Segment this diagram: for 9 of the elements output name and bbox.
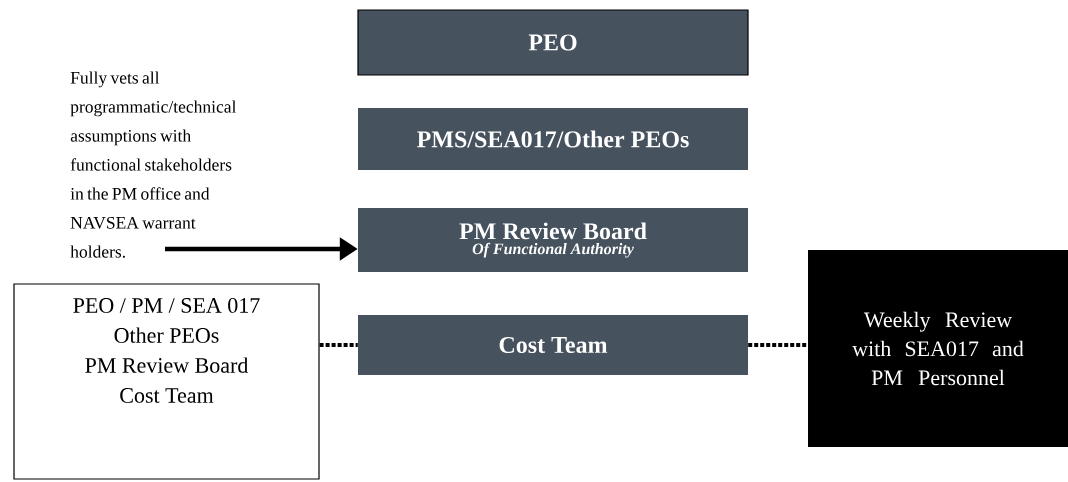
org-box: Cost Team: [358, 315, 748, 375]
dotted-connector: [319, 343, 358, 347]
org-box: PM Review Board Of Functional Authority: [358, 208, 748, 272]
annotation-text: Fully vets all programmatic/technical assumptions with functional stakeholders in the PM office and NAVSEA warrant holders.: [70, 71, 237, 258]
dotted-connector: [748, 343, 808, 347]
note-box: Weekly Review with SEA017 and PM Personnel: [808, 250, 1068, 447]
list-box: PEO / PM / SEA 017 Other PEOs PM Review Board Cost Team: [13, 283, 320, 480]
org-box: PEO: [357, 9, 749, 76]
org-box: PMS/SEA017/Other PEOs: [358, 108, 748, 170]
